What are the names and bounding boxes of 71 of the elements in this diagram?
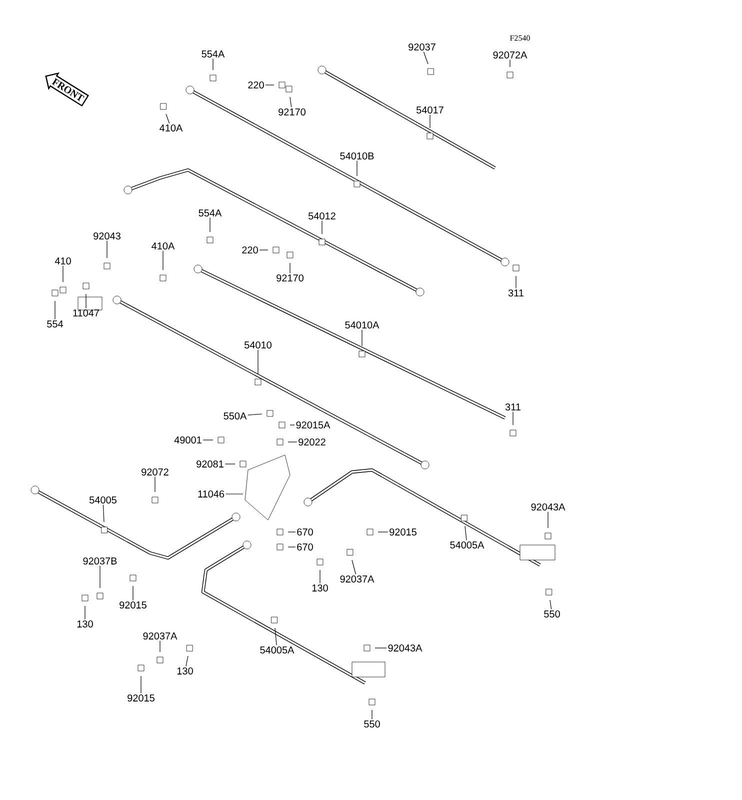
callout-number: 220 (248, 81, 264, 89)
callout-number: 130 (177, 667, 193, 675)
callout-number: 54010A (345, 321, 380, 329)
leader-line (140, 676, 142, 694)
callout-number: 550 (364, 720, 380, 728)
callout-number: 130 (312, 584, 328, 592)
callout-number: 410A (152, 242, 175, 250)
callout-number: 54010B (340, 152, 374, 160)
callout-number: 54005A (260, 646, 294, 654)
leader-line (54, 300, 56, 320)
leader-line (356, 160, 358, 176)
leader-line (464, 526, 467, 541)
callout-number: 550A (224, 412, 247, 420)
leader-line (423, 51, 428, 64)
callout-number: 410 (54, 257, 71, 265)
callout-number: 92043A (388, 644, 422, 652)
leader-line (274, 628, 277, 646)
callout-number: 92170 (278, 108, 306, 116)
callout-number: 54005 (90, 496, 116, 504)
callout-number: 92037A (340, 575, 374, 583)
callout-number: 130 (77, 620, 93, 628)
leader-line (290, 424, 295, 426)
callout-number: 92072 (142, 468, 168, 476)
callout-number: 410A (160, 124, 183, 132)
leader-line (352, 560, 356, 575)
callout-number: 92015 (120, 601, 146, 609)
leader-line (512, 411, 514, 426)
leader-line (102, 504, 104, 522)
callout-number: 670 (297, 528, 313, 536)
callout-number: 54012 (308, 212, 336, 220)
callout-number: 554A (198, 210, 222, 216)
callout-number: 220 (242, 246, 258, 254)
leader-line (212, 58, 214, 70)
leader-line (290, 96, 292, 108)
leader-line (166, 114, 170, 124)
leader-line (550, 600, 552, 610)
callout-number: 49001 (174, 436, 202, 444)
callout-number: 92072A (493, 51, 528, 59)
callout-number: 11047 (73, 309, 100, 317)
leader-line (62, 265, 64, 282)
callout-number: 92081 (196, 460, 224, 468)
callout-number: 92015 (128, 694, 154, 702)
callout-number: 670 (297, 543, 313, 551)
leader-line (154, 476, 156, 492)
leader-line (248, 414, 262, 416)
callout-number: 92170 (276, 274, 304, 282)
leader-line (132, 586, 134, 601)
leader-line (186, 656, 188, 667)
callout-number: 92037A (143, 632, 178, 640)
callout-number: 311 (505, 403, 520, 411)
figure-code: F2540 (510, 35, 530, 41)
callout-number: 550 (544, 610, 560, 618)
callout-number: 92015A (296, 421, 330, 429)
leader-line (162, 250, 164, 270)
leader-line (84, 606, 86, 620)
callout-number: 92037B (83, 557, 117, 565)
callout-number: 92015 (390, 528, 416, 536)
callout-number: 554 (47, 320, 64, 328)
leader-line (106, 240, 108, 258)
leader-line (288, 546, 296, 548)
callout-number: 54005A (450, 541, 484, 549)
callout-number: 92022 (298, 438, 326, 446)
callout-number: 311 (508, 289, 524, 297)
callout-number: 92043A (531, 503, 566, 511)
callout-number: 11046 (198, 490, 224, 498)
callout-number: 92037 (408, 43, 436, 51)
callout-number: 554A (202, 50, 225, 58)
callout-number: 92043 (94, 232, 120, 240)
leader-line (265, 84, 274, 86)
callout-number: 54017 (416, 106, 444, 114)
callout-number: 54010 (244, 341, 272, 349)
